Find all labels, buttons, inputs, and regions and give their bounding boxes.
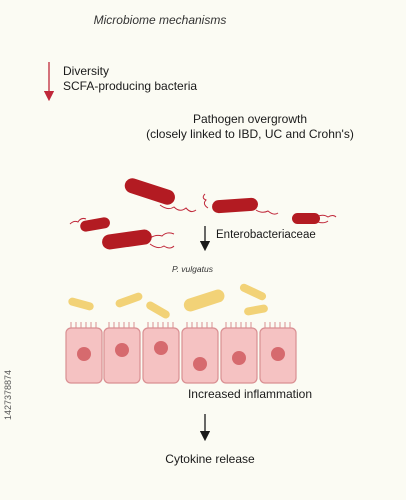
inflammation-label: Increased inflammation — [187, 387, 313, 401]
epithelial-cell — [220, 322, 258, 384]
cytokine-release-label: Cytokine release — [165, 452, 255, 466]
p-vulgatus-label: P. vulgatus — [172, 264, 213, 274]
pathogen-bacterium-4 — [292, 213, 337, 224]
enterobacteriaceae-label: Enterobacteriaceae — [216, 229, 316, 241]
diversity-label: Diversity — [63, 64, 110, 78]
disease-link-label: (closely linked to IBD, UC and Crohn's) — [146, 127, 354, 141]
epithelial-cell — [142, 322, 180, 384]
commensal-bacteria — [68, 283, 268, 319]
epithelial-cell — [259, 322, 297, 384]
pathogen-bacterium-5 — [102, 229, 175, 250]
diagram-title: Microbiome mechanisms — [93, 13, 227, 27]
epithelial-cell — [181, 322, 219, 384]
epithelial-cell-layer — [65, 322, 297, 384]
watermark-id: 1427378874 — [3, 370, 13, 420]
pathogen-bacterium-3 — [69, 217, 110, 232]
pathogen-bacterium-2 — [202, 193, 279, 215]
pathogen-overgrowth-label: Pathogen overgrowth — [192, 112, 308, 126]
epithelial-cell — [65, 322, 103, 384]
scfa-bacteria-label: SCFA-producing bacteria — [63, 79, 198, 93]
epithelial-cell — [103, 322, 141, 384]
pathogen-bacterium-1 — [124, 178, 197, 213]
